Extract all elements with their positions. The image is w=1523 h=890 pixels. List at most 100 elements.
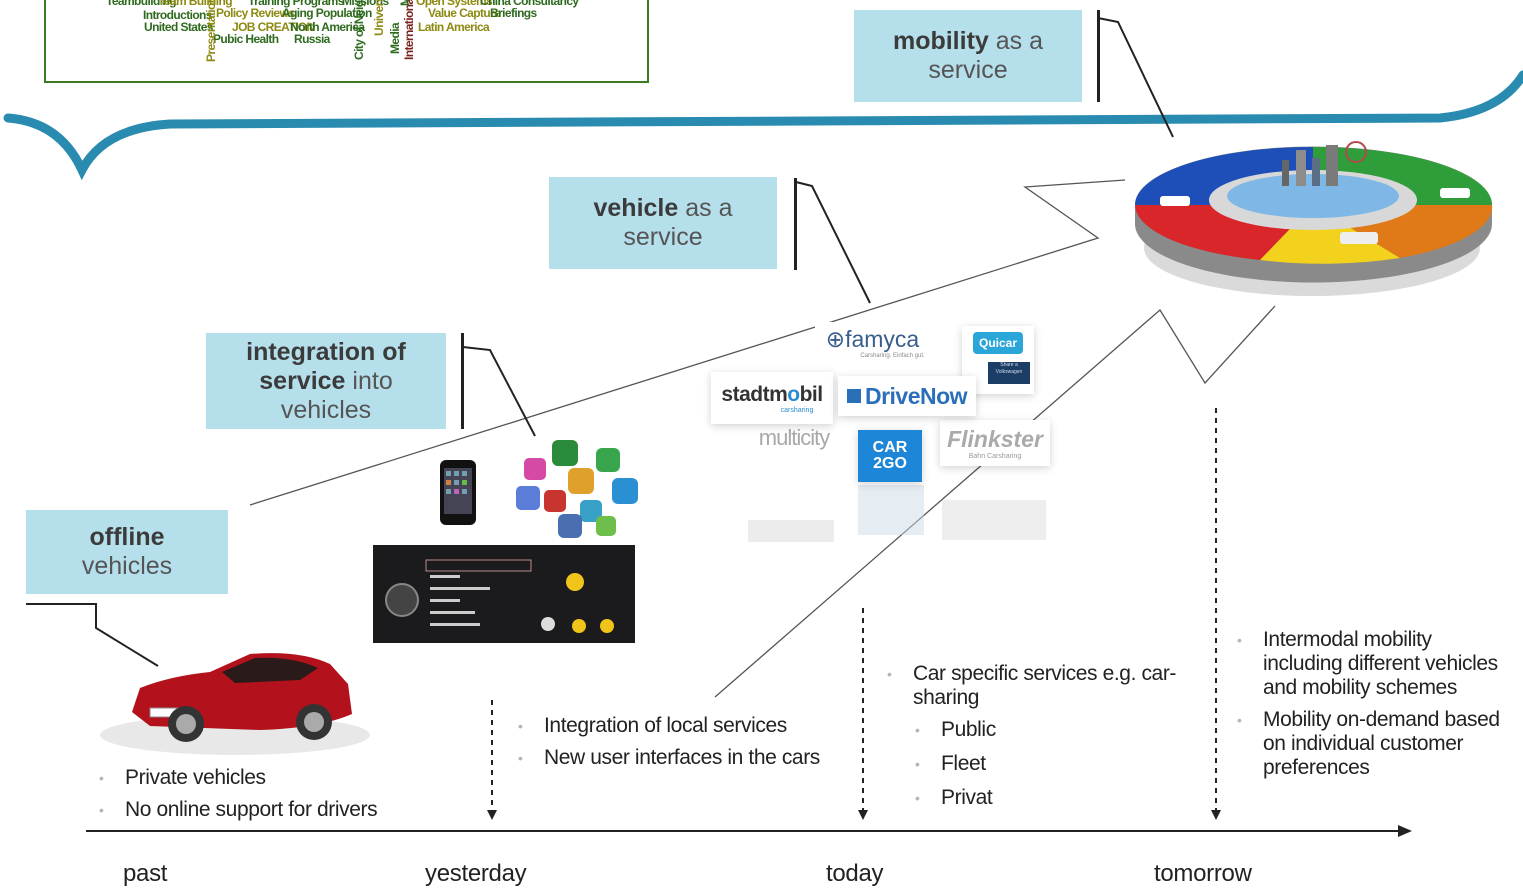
stage-label-bold: vehicle (593, 194, 679, 222)
list-item: Car specific services e.g. car-sharing (885, 662, 1185, 710)
list-subitem: Public (885, 718, 1185, 742)
list-subitem: Privat (885, 786, 1185, 810)
word-cloud-word: International Re (402, 0, 416, 60)
stage-integration-of-service: integration of service into vehicles (206, 333, 446, 429)
word-cloud-word: Pubic Health (213, 32, 279, 46)
pointer-integration (462, 346, 536, 437)
word-cloud-word: China Consultancy (480, 0, 579, 8)
word-cloud-word: Open Systems (416, 0, 493, 8)
stage-label-bold: integration of (246, 337, 406, 366)
smartphone-image (440, 460, 476, 525)
word-cloud-word: Teambuilding (106, 0, 177, 8)
word-cloud-word: North America (290, 20, 365, 34)
stage-offline-vehicles: offline vehicles (26, 510, 228, 594)
timeline-label-today: today (826, 860, 884, 887)
timeline-label-past: past (123, 860, 168, 887)
word-cloud-word: Training Programs (248, 0, 344, 8)
logo-drivenow: DriveNow (838, 376, 976, 416)
stage-vehicle-as-a-service: vehicle as a service (549, 177, 777, 269)
brace-curve (3, 70, 1523, 181)
word-cloud-word: United States (144, 20, 213, 34)
list-item: Private vehicles (97, 766, 457, 790)
list-subitem: Fleet (885, 752, 1185, 776)
logo-quicar-text: Quicar (972, 332, 1023, 354)
pointer-offline (26, 603, 159, 667)
word-cloud-word: Briefings (490, 6, 537, 20)
word-cloud-word: Missions (342, 0, 389, 8)
mobility-platform-image (1135, 141, 1493, 296)
list-item: Intermodal mobility including different … (1235, 628, 1505, 700)
stage-label-rest: as a (678, 194, 733, 222)
upper-zigzag (249, 179, 1126, 506)
list-item: New user interfaces in the cars (516, 746, 826, 770)
logo-car2go-line1: CAR (872, 439, 908, 456)
car-display-image (373, 545, 635, 643)
logo-stadtmobil-sub: carsharing (780, 406, 814, 414)
drivenow-icon (846, 389, 861, 403)
logo-stadtmobil-part: bil (799, 382, 824, 406)
app-icons-image (516, 440, 638, 538)
stage-mobility-as-a-service: mobility as a service (854, 10, 1082, 102)
bracket-mobility (1097, 10, 1100, 102)
list-yesterday: Integration of local services New user i… (516, 714, 826, 778)
list-past: Private vehicles No online support for d… (97, 766, 457, 830)
word-cloud-word: Introductions (143, 8, 212, 22)
logo-flinkster-text: Flinkster (947, 426, 1043, 452)
bracket-integration (461, 333, 464, 429)
stage-label-bold: offline (89, 523, 165, 551)
list-today: Car specific services e.g. car-sharing P… (885, 662, 1185, 820)
word-cloud-word: Russia (294, 32, 330, 46)
lower-zigzag (714, 305, 1276, 698)
pointer-mobility (1097, 17, 1174, 138)
stage-label-bold: service (259, 366, 346, 395)
list-item: Mobility on-demand based on individual c… (1235, 708, 1505, 780)
word-cloud-word: Universa (372, 0, 386, 36)
bracket-vehicle (794, 178, 797, 270)
word-cloud-word: Media (388, 22, 402, 54)
logo-stadtmobil-part: stadtm (721, 382, 788, 406)
logo-drivenow-text: DriveNow (864, 382, 968, 409)
logo-famyca-sub: Carsharing. Einfach gut. (860, 352, 925, 359)
logo-reflection (858, 485, 924, 535)
stage-label-line2: service (928, 56, 1008, 84)
list-item: Integration of local services (516, 714, 826, 738)
word-cloud-word: Latin America (418, 20, 490, 34)
stage-label-bold: mobility (892, 27, 989, 55)
logo-car2go-line2: 2GO (873, 455, 907, 472)
logo-famyca-text: ⊕famyca (825, 325, 920, 352)
logo-quicar-sub: Share a Volkswagen (988, 362, 1030, 384)
timeline-label-yesterday: yesterday (425, 860, 527, 887)
logo-stadtmobil: stadtmobil carsharing (711, 372, 833, 424)
word-cloud-word: M (398, 0, 412, 6)
logo-famyca: ⊕famyca Carsharing. Einfach gut. (815, 322, 930, 362)
logo-stadtmobil-o: o (787, 382, 800, 406)
logo-reflection (748, 520, 834, 542)
list-item: No online support for drivers (97, 798, 457, 822)
logo-famyca-word: famyca (845, 325, 920, 352)
stage-label-rest: into (345, 366, 393, 395)
logo-flinkster: Flinkster Bahn Carsharing (940, 420, 1050, 466)
logo-stadtmobil-text: stadtmobil (721, 382, 824, 407)
logo-car2go: CAR 2GO (858, 430, 922, 482)
list-tomorrow: Intermodal mobility including different … (1235, 628, 1505, 788)
word-cloud-word: Team Building (158, 0, 233, 8)
time-axis-arrowhead (1398, 825, 1412, 837)
stage-label-line2: vehicles (81, 552, 173, 580)
word-cloud-word: Presentations (204, 0, 218, 62)
stage-label-rest: as a (988, 27, 1044, 55)
stage-label-line3: vehicles (280, 395, 372, 424)
word-cloud-word: JOB CREATION (232, 20, 315, 34)
pointer-vehicle (795, 181, 871, 304)
logo-reflection (942, 500, 1046, 540)
red-car-image (100, 653, 370, 755)
word-cloud-word: Value Capture (428, 6, 501, 20)
word-cloud-word: Aging Population (282, 6, 372, 20)
logo-multicity-text: multicity (758, 425, 830, 450)
word-cloud-word: City of Neigh (352, 0, 366, 60)
stage-label-line2: service (623, 223, 703, 251)
logo-multicity: multicity (748, 420, 840, 456)
logo-flinkster-sub: Bahn Carsharing (968, 453, 1022, 460)
timeline-label-tomorrow: tomorrow (1154, 860, 1252, 887)
